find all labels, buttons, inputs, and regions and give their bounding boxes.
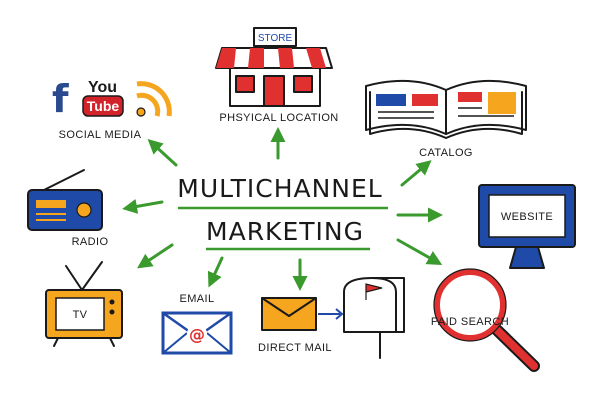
arrow-catalog: [400, 160, 432, 187]
radio-knob: [76, 202, 92, 218]
monitor-screen: [488, 194, 566, 238]
tv-antenna-left: [65, 265, 83, 291]
svg-text:You: You: [88, 79, 117, 96]
arrow-tv: [137, 243, 174, 269]
svg-text:Tube: Tube: [87, 98, 120, 114]
store-sign-text: STORE: [258, 33, 293, 44]
title-line-1: MULTICHANNEL: [177, 174, 382, 203]
mailbox-flag: [365, 283, 383, 300]
label-paid-search: PAID SEARCH: [431, 316, 509, 328]
magnifier-lens: [434, 269, 506, 341]
website-node: WEBSITE: [478, 184, 576, 269]
tv-node: TV: [45, 261, 123, 347]
arrow-paid-search: [396, 238, 443, 265]
magnifier-handle: [493, 326, 538, 370]
radio-node: RADIO: [27, 169, 109, 248]
label-website: WEBSITE: [501, 211, 553, 223]
store-sign: [253, 27, 297, 47]
monitor-stand: [509, 246, 545, 269]
label-direct-mail: DIRECT MAIL: [258, 342, 332, 354]
arrows: [122, 127, 443, 291]
social-media-node: f You Tube SOCIAL MEDIA: [52, 77, 172, 141]
email-node: EMAIL @: [161, 293, 233, 355]
store-door: [263, 75, 285, 107]
label-email: EMAIL: [179, 293, 214, 305]
arrow-radio: [122, 199, 164, 214]
youtube-icon: You Tube: [82, 79, 124, 117]
catalog-node: CATALOG: [365, 79, 527, 159]
label-catalog: CATALOG: [419, 147, 473, 159]
radio-antenna: [39, 169, 85, 193]
rss-icon: [136, 81, 172, 117]
label-tv: TV: [73, 309, 88, 321]
paid-search-node: PAID SEARCH: [431, 268, 540, 372]
label-physical-location: PHSYICAL LOCATION: [219, 112, 338, 124]
label-social-media: SOCIAL MEDIA: [59, 129, 142, 141]
arrow-social-media: [147, 138, 178, 167]
label-radio: RADIO: [72, 236, 109, 248]
mailbox-body: [343, 277, 405, 333]
at-sign-icon: @: [189, 325, 205, 344]
tv-antenna-right: [81, 261, 103, 291]
facebook-icon: f: [52, 77, 69, 121]
physical-location-node: STORE PHSYICAL LOCATION: [215, 27, 338, 124]
radio-dial: [36, 200, 66, 208]
tv-screen: [55, 297, 105, 331]
direct-mail-node: DIRECT MAIL: [258, 277, 405, 359]
title-line-2: MARKETING: [206, 217, 364, 246]
arrow-email: [207, 256, 224, 288]
central-title: MULTICHANNEL MARKETING: [177, 174, 388, 251]
